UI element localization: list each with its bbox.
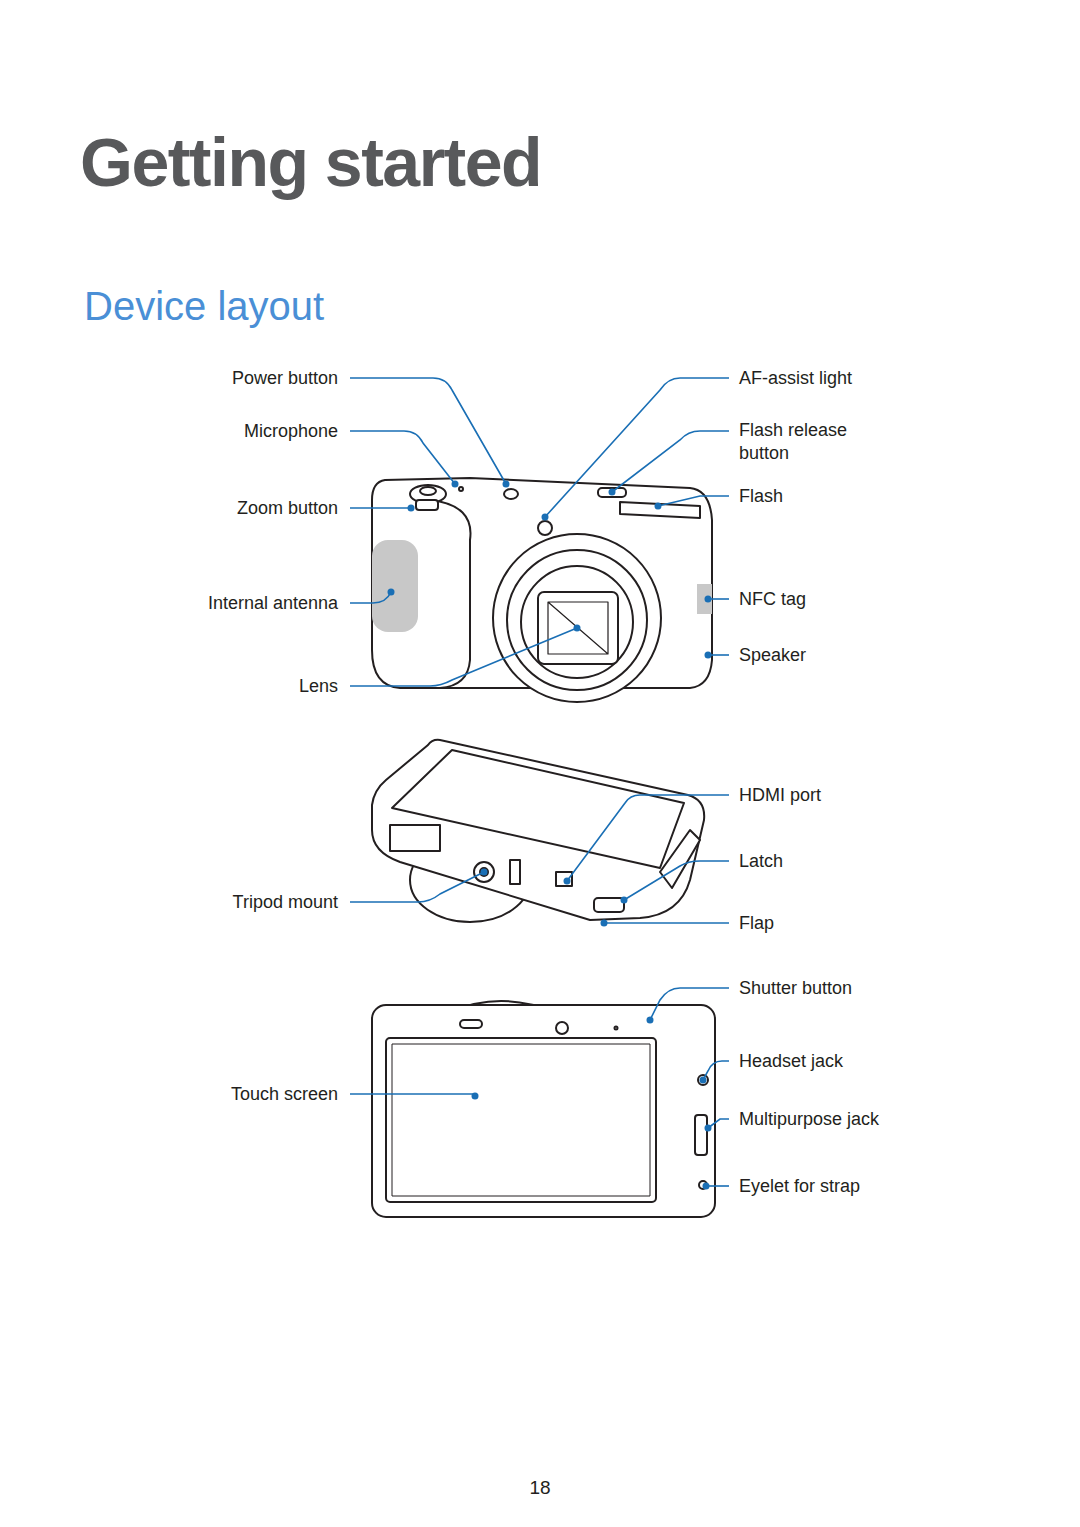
part-label: Eyelet for strap — [739, 1175, 860, 1198]
part-label: Flash — [739, 485, 783, 508]
hdmi-port — [556, 872, 572, 886]
part-label: Latch — [739, 850, 783, 873]
leader-dot — [388, 589, 395, 596]
power-button — [556, 1022, 568, 1034]
part-label: Flap — [739, 912, 774, 935]
leader-line — [350, 872, 484, 902]
leader-line — [658, 496, 729, 506]
leader-dot — [408, 505, 415, 512]
leader-dot — [700, 1077, 707, 1084]
leader-line — [350, 1093, 475, 1095]
part-label: Power button — [232, 367, 338, 390]
part-label: Shutter button — [739, 977, 852, 1000]
leader-line — [350, 628, 577, 686]
part-label: AF-assist light — [739, 367, 852, 390]
lens-ring — [521, 566, 633, 678]
leader-dot — [609, 489, 616, 496]
leader-dots — [388, 481, 712, 1190]
leader-line — [612, 431, 729, 492]
flash-release — [598, 488, 626, 497]
lens-shutter — [538, 592, 618, 664]
label-plate — [390, 825, 440, 851]
leader-line — [703, 1061, 729, 1080]
leader-dot — [705, 652, 712, 659]
camera-back — [372, 1001, 715, 1217]
lens-ring — [493, 534, 661, 702]
leader-dot — [621, 897, 628, 904]
part-label: HDMI port — [739, 784, 821, 807]
part-label: Touch screen — [231, 1083, 338, 1106]
leader-dot — [705, 596, 712, 603]
part-label: Microphone — [244, 420, 338, 443]
part-label: Internal antenna — [208, 592, 338, 615]
leader-dot — [452, 481, 459, 488]
leader-line — [545, 378, 729, 517]
part-label: Speaker — [739, 644, 806, 667]
leader-line — [624, 861, 729, 900]
leader-line — [350, 592, 391, 603]
camera-body — [372, 478, 712, 688]
tripod-mount — [474, 862, 494, 882]
part-label: NFC tag — [739, 588, 806, 611]
multipurpose-jack — [695, 1115, 707, 1155]
part-label: Zoom button — [237, 497, 338, 520]
latch — [594, 898, 624, 912]
part-label: Tripod mount — [233, 891, 338, 914]
zoom-lever — [416, 500, 438, 510]
leader-dot — [703, 1183, 710, 1190]
antenna-pad — [372, 540, 418, 632]
headset-jack — [698, 1075, 708, 1085]
leader-dot — [655, 503, 662, 510]
section-heading: Device layout — [84, 281, 324, 332]
microphone — [615, 1027, 618, 1030]
camera-front — [372, 478, 712, 702]
lens-ring — [507, 550, 647, 690]
part-label: Flash release button — [739, 419, 864, 465]
page-number: 18 — [529, 1476, 550, 1500]
lens-blades — [548, 602, 608, 654]
page-title: Getting started — [80, 122, 541, 202]
camera-body — [372, 740, 704, 920]
shutter-top — [420, 487, 436, 495]
touch-screen — [392, 1044, 650, 1196]
microphone — [459, 487, 463, 491]
flash — [620, 502, 700, 518]
side-flap — [660, 830, 700, 888]
leader-line — [350, 507, 411, 509]
part-label: Lens — [299, 675, 338, 698]
flash-release — [460, 1020, 482, 1028]
leader-line — [650, 988, 729, 1020]
leader-lines — [350, 378, 729, 1186]
screen-frame — [386, 1038, 656, 1202]
power-button — [504, 489, 518, 499]
leader-dot — [647, 1017, 654, 1024]
nfc-tag — [697, 584, 712, 614]
camera-body — [372, 1005, 715, 1217]
grip-edge — [430, 500, 471, 688]
part-label: Multipurpose jack — [739, 1108, 879, 1131]
leader-line — [350, 431, 455, 484]
leader-dot — [574, 625, 581, 632]
leader-line — [350, 378, 506, 484]
camera-bottom — [372, 740, 704, 922]
tripod-hole — [480, 868, 488, 876]
leader-dot — [601, 920, 608, 927]
slot — [510, 860, 520, 884]
leader-dot — [503, 481, 510, 488]
leader-line — [567, 795, 729, 881]
leader-dot — [705, 1125, 712, 1132]
af-light — [538, 521, 552, 535]
leader-dot — [542, 514, 549, 521]
leader-dot — [481, 869, 488, 876]
part-label: Headset jack — [739, 1050, 843, 1073]
leader-line — [604, 922, 729, 924]
leader-dot — [472, 1093, 479, 1100]
leader-dot — [564, 878, 571, 885]
